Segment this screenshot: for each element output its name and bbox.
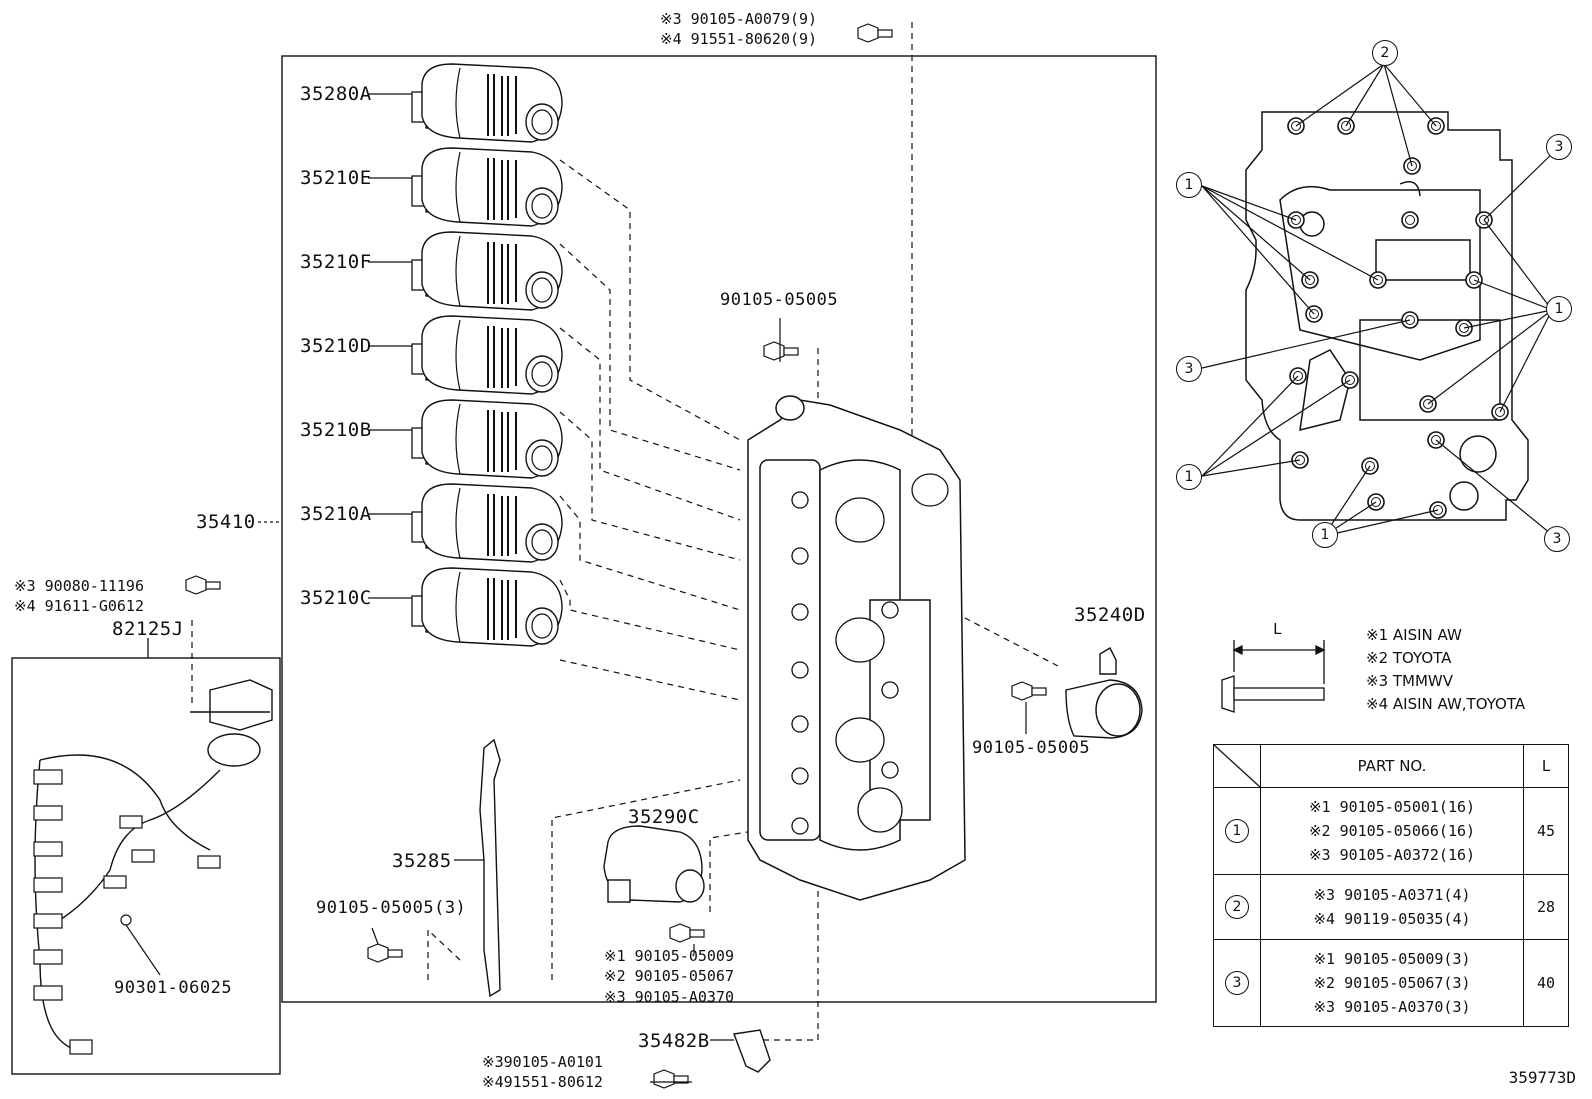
note-bottom-bolt-line-1: ※1 90105-05009 [604, 947, 734, 965]
table-header: PART NO. L [1213, 744, 1569, 788]
part-label-35210C: 35210C [300, 587, 372, 609]
callout-3-top: 3 [1546, 134, 1572, 160]
part-number: ※3 90105-A0372(16) [1308, 846, 1476, 864]
callout-3-bottom: 3 [1544, 526, 1570, 552]
note-left: ※3 90080-11196 ※4 91611-G0612 [14, 576, 144, 617]
part-number: ※1 90105-05009(3) [1313, 950, 1471, 968]
part-label-35285: 35285 [392, 850, 452, 872]
table-row-key: 3 [1213, 939, 1261, 1027]
table-row: 1 ※1 90105-05001(16) ※2 90105-05066(16) … [1213, 787, 1569, 875]
note-bottom-line-2: ※491551-80612 [482, 1073, 603, 1092]
row-key-circle: 3 [1225, 971, 1249, 995]
part-label-35410: 35410 [196, 511, 256, 533]
part-number: ※3 90105-A0371(4) [1313, 886, 1471, 904]
callout-1-bottom: 1 [1312, 522, 1338, 548]
table-row: 2 ※3 90105-A0371(4) ※4 90119-05035(4) 28 [1213, 874, 1569, 940]
part-number: ※2 90105-05066(16) [1308, 822, 1476, 840]
maker-legend: ※1 AISIN AW ※2 TOYOTA ※3 TMMWV ※4 AISIN … [1366, 624, 1525, 716]
part-label-35210A: 35210A [300, 503, 372, 525]
table-header-l: L [1523, 744, 1569, 788]
part-label-bolt-left3: 90105-05005(3) [316, 898, 467, 918]
note-bottom-line-1: ※390105-A0101 [482, 1053, 603, 1071]
table-header-part-no: PART NO. [1260, 744, 1524, 788]
table-row-parts: ※1 90105-05001(16) ※2 90105-05066(16) ※3… [1260, 787, 1524, 875]
legend-item-4: ※4 AISIN AW,TOYOTA [1366, 695, 1526, 713]
table-corner [1213, 744, 1261, 788]
legend-item-2: ※2 TOYOTA [1366, 649, 1452, 667]
note-bottom-bolt-line-2: ※2 90105-05067 [604, 967, 734, 986]
table-row: 3 ※1 90105-05009(3) ※2 90105-05067(3) ※3… [1213, 939, 1569, 1027]
table-row-length: 45 [1523, 787, 1569, 875]
row-key-circle: 2 [1225, 895, 1249, 919]
note-bottom: ※390105-A0101 ※491551-80612 [482, 1052, 603, 1093]
callout-1-left-top: 1 [1176, 172, 1202, 198]
part-label-bolt-right: 90105-05005 [972, 738, 1091, 758]
row-key-circle: 1 [1225, 819, 1249, 843]
note-top-line-2: ※4 91551-80620(9) [660, 30, 818, 49]
table-row-parts: ※3 90105-A0371(4) ※4 90119-05035(4) [1260, 874, 1524, 940]
note-top: ※3 90105-A0079(9) ※4 91551-80620(9) [660, 9, 817, 50]
part-label-35290C: 35290C [628, 806, 700, 828]
note-top-line-1: ※3 90105-A0079(9) [660, 10, 818, 28]
legend-item-1: ※1 AISIN AW [1366, 626, 1462, 644]
part-label-35240D: 35240D [1074, 604, 1146, 626]
note-bottom-bolt: ※1 90105-05009 ※2 90105-05067 ※3 90105-A… [604, 946, 734, 1007]
note-bottom-bolt-line-3: ※3 90105-A0370 [604, 987, 734, 1006]
part-label-bolt-mid: 90105-05005 [720, 290, 839, 310]
note-left-line-2: ※4 91611-G0612 [14, 597, 144, 616]
bolt-length-label: L [1273, 620, 1283, 638]
part-label-35210D: 35210D [300, 335, 372, 357]
part-number: ※4 90119-05035(4) [1313, 910, 1471, 928]
part-label-35210B: 35210B [300, 419, 372, 441]
part-label-35210E: 35210E [300, 167, 372, 189]
table-row-length: 40 [1523, 939, 1569, 1027]
part-label-35482B: 35482B [638, 1030, 710, 1052]
callout-1-left-bottom: 1 [1176, 464, 1202, 490]
part-number: ※1 90105-05001(16) [1308, 798, 1476, 816]
table-row-length: 28 [1523, 874, 1569, 940]
part-label-82125J: 82125J [112, 618, 184, 640]
part-label-90301-06025: 90301-06025 [114, 978, 233, 998]
callout-3-left: 3 [1176, 356, 1202, 382]
bolt-part-table: PART NO. L 1 ※1 90105-05001(16) ※2 90105… [1213, 744, 1569, 1027]
part-number: ※3 90105-A0370(3) [1313, 998, 1471, 1016]
diagram-id: 359773D [1508, 1068, 1576, 1087]
note-left-line-1: ※3 90080-11196 [14, 577, 144, 595]
callout-2: 2 [1372, 40, 1398, 66]
legend-item-3: ※3 TMMWV [1366, 672, 1454, 690]
table-row-key: 2 [1213, 874, 1261, 940]
table-row-parts: ※1 90105-05009(3) ※2 90105-05067(3) ※3 9… [1260, 939, 1524, 1027]
callout-1-right: 1 [1546, 296, 1572, 322]
corner-diagonal [1214, 745, 1260, 787]
part-label-35280A: 35280A [300, 83, 372, 105]
part-number: ※2 90105-05067(3) [1313, 974, 1471, 992]
table-row-key: 1 [1213, 787, 1261, 875]
part-label-35210F: 35210F [300, 251, 372, 273]
